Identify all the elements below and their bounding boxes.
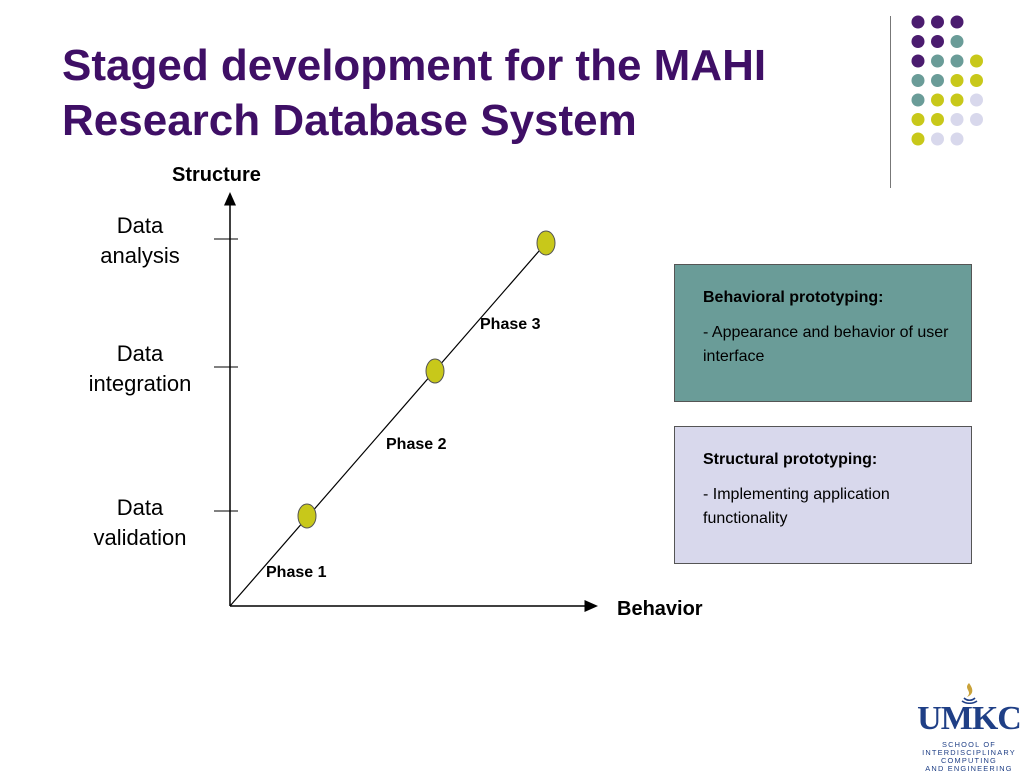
decor-dot xyxy=(950,113,964,126)
phase-1-label: Phase 1 xyxy=(266,564,327,581)
decor-dot xyxy=(950,132,964,146)
decor-dot xyxy=(931,93,944,107)
slide-title-line1: Staged development for the MAHI xyxy=(62,41,767,90)
decor-dot xyxy=(911,74,925,87)
slide-title-line2: Research Database System xyxy=(62,96,637,145)
behavioral-prototyping-box: Behavioral prototyping: - Appearance and… xyxy=(674,264,972,402)
slide-title: Staged development for the MAHI Research… xyxy=(62,38,882,148)
phase-2-label: Phase 2 xyxy=(386,436,447,453)
decor-dot xyxy=(950,54,964,68)
decor-dot xyxy=(970,93,983,107)
logo-line-2: INTERDISCIPLINARY xyxy=(922,748,1016,757)
flame-icon xyxy=(961,683,978,704)
decor-dot xyxy=(931,132,944,146)
y-level-label-integration-line2: integration xyxy=(88,371,192,396)
decor-dot xyxy=(911,35,925,48)
y-level-label-integration-line1: Data xyxy=(116,341,164,366)
decor-dot xyxy=(950,15,964,29)
decor-dot xyxy=(950,35,964,48)
structural-prototyping-box: Structural prototyping: - Implementing a… xyxy=(674,426,972,564)
decor-dot xyxy=(950,93,964,107)
decor-dot xyxy=(950,74,964,87)
decor-dot xyxy=(970,54,983,68)
decor-dot xyxy=(931,113,944,126)
phase-2-marker xyxy=(425,358,445,384)
phase-3-label: Phase 3 xyxy=(480,316,541,333)
logo-line-1: SCHOOL OF xyxy=(941,740,997,749)
logo-line-4: AND ENGINEERING xyxy=(925,764,1013,773)
phase-1-marker xyxy=(297,503,317,529)
decor-dot xyxy=(911,132,925,146)
logo-line-3: COMPUTING xyxy=(941,756,997,765)
logo-name: UMKC xyxy=(917,700,1022,737)
decor-dot xyxy=(970,74,983,87)
structural-prototyping-text: - Implementing application functionality xyxy=(703,486,890,527)
decor-dot xyxy=(911,15,925,29)
y-level-label-validation-line2: validation xyxy=(93,525,187,550)
y-level-label-analysis-line2: analysis xyxy=(100,243,180,268)
behavioral-prototyping-heading: Behavioral prototyping: xyxy=(703,289,884,306)
title-divider xyxy=(890,16,891,188)
y-level-label-validation-line1: Data xyxy=(116,495,164,520)
y-level-label-validation: Data validation xyxy=(70,493,210,553)
decor-dot xyxy=(911,54,925,68)
y-level-label-integration: Data integration xyxy=(70,339,210,399)
structural-prototyping-heading: Structural prototyping: xyxy=(703,451,878,468)
phase-3-marker xyxy=(536,230,556,256)
x-axis-title: Behavior xyxy=(617,598,703,620)
decor-dot xyxy=(911,93,925,107)
behavioral-prototyping-text: - Appearance and behavior of user interf… xyxy=(703,324,949,365)
trend-line xyxy=(229,242,547,607)
decor-dot xyxy=(931,15,944,29)
umkc-logo: UMKC SCHOOL OF INTERDISCIPLINARY COMPUTI… xyxy=(914,682,1024,773)
decorative-dot-grid xyxy=(911,15,983,146)
decor-dot xyxy=(911,113,925,126)
decor-dot xyxy=(931,35,944,48)
decor-dot xyxy=(931,74,944,87)
y-level-label-analysis-line1: Data xyxy=(116,213,164,238)
y-axis-title: Structure xyxy=(172,164,261,186)
decor-dot xyxy=(970,113,983,126)
decor-dot xyxy=(931,54,944,68)
y-level-label-analysis: Data analysis xyxy=(70,211,210,271)
